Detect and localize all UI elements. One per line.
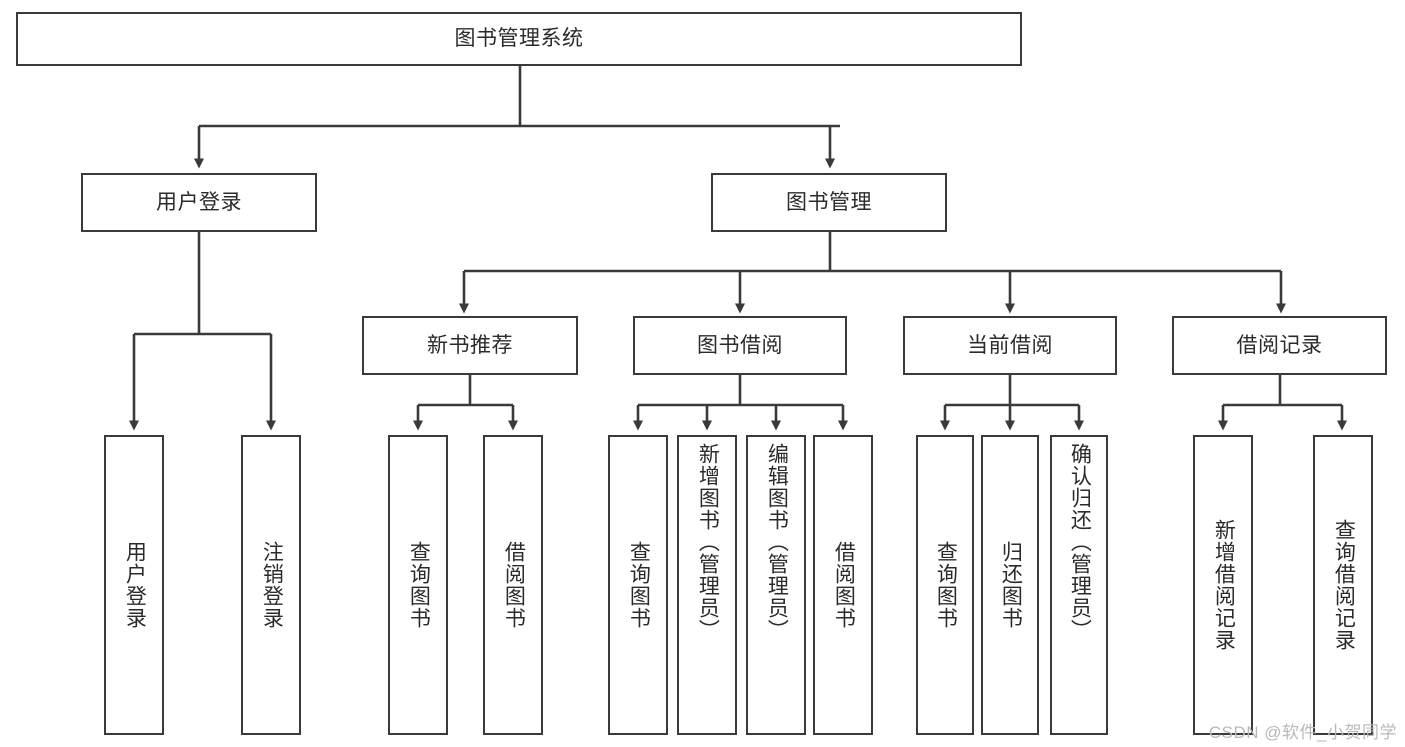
node-book-management-label: 图书管理 — [786, 190, 872, 214]
node-borrow-record-label: 借阅记录 — [1236, 333, 1323, 357]
node-leaf-query-book-1-label: 查询图书 — [407, 541, 431, 629]
node-leaf-add-record[interactable]: 新增借阅记录 — [1193, 435, 1253, 735]
node-book-borrow[interactable]: 图书借阅 — [633, 316, 847, 375]
node-leaf-edit-book-label: 编辑图书（管理员） — [765, 443, 789, 641]
node-leaf-add-book[interactable]: 新增图书（管理员） — [677, 435, 737, 735]
node-leaf-return-book[interactable]: 归还图书 — [981, 435, 1039, 735]
node-leaf-borrow-book-1-label: 借阅图书 — [502, 541, 526, 629]
node-leaf-logout-login-label: 注销登录 — [260, 541, 284, 629]
node-leaf-user-login-label: 用户登录 — [123, 541, 147, 629]
node-borrow-record[interactable]: 借阅记录 — [1172, 316, 1387, 375]
node-leaf-user-login[interactable]: 用户登录 — [104, 435, 164, 735]
node-leaf-query-book-3-label: 查询图书 — [934, 541, 958, 629]
node-book-borrow-label: 图书借阅 — [697, 333, 783, 357]
node-leaf-add-book-label: 新增图书（管理员） — [696, 443, 720, 641]
node-leaf-logout-login[interactable]: 注销登录 — [241, 435, 301, 735]
node-leaf-query-book-1[interactable]: 查询图书 — [388, 435, 448, 735]
node-leaf-query-book-2[interactable]: 查询图书 — [608, 435, 668, 735]
node-leaf-borrow-book-2-label: 借阅图书 — [832, 541, 856, 629]
node-current-borrow[interactable]: 当前借阅 — [903, 316, 1117, 375]
node-book-management[interactable]: 图书管理 — [711, 173, 947, 232]
node-leaf-borrow-book-2[interactable]: 借阅图书 — [813, 435, 873, 735]
node-leaf-add-record-label: 新增借阅记录 — [1212, 519, 1236, 651]
node-new-book-recommend[interactable]: 新书推荐 — [362, 316, 578, 375]
node-current-borrow-label: 当前借阅 — [967, 333, 1053, 357]
node-new-book-recommend-label: 新书推荐 — [427, 333, 513, 357]
node-leaf-confirm-return[interactable]: 确认归还（管理员） — [1050, 435, 1108, 735]
csdn-watermark: CSDN @软件_小贺同学 — [1208, 723, 1397, 742]
node-root-system[interactable]: 图书管理系统 — [16, 12, 1022, 66]
node-root-system-label: 图书管理系统 — [454, 27, 584, 51]
node-leaf-return-book-label: 归还图书 — [999, 541, 1023, 629]
node-leaf-query-book-3[interactable]: 查询图书 — [916, 435, 974, 735]
node-leaf-query-book-2-label: 查询图书 — [627, 541, 651, 629]
node-leaf-confirm-return-label: 确认归还（管理员） — [1068, 443, 1092, 641]
node-leaf-query-record-label: 查询借阅记录 — [1332, 519, 1356, 651]
node-leaf-borrow-book-1[interactable]: 借阅图书 — [483, 435, 543, 735]
node-leaf-query-record[interactable]: 查询借阅记录 — [1313, 435, 1373, 735]
node-user-login[interactable]: 用户登录 — [81, 173, 317, 232]
node-user-login-label: 用户登录 — [156, 190, 242, 214]
node-leaf-edit-book[interactable]: 编辑图书（管理员） — [746, 435, 806, 735]
